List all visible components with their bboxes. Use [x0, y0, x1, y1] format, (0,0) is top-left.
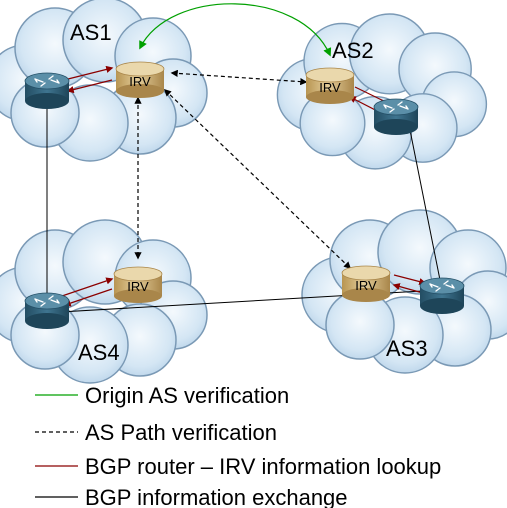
legend-item-lookup: BGP router – IRV information lookup	[35, 454, 441, 479]
as-label-as4: AS4	[78, 340, 120, 365]
legend-item-bgp-exchange: BGP information exchange	[35, 485, 348, 508]
legend-label-origin: Origin AS verification	[85, 383, 289, 408]
as-path-verification-links	[134, 69, 352, 269]
irv-database-as4: IRV	[113, 266, 163, 304]
legend-label-bgp-exchange: BGP information exchange	[85, 485, 348, 508]
as-label-as3: AS3	[386, 336, 428, 361]
as-label-as1: AS1	[70, 20, 112, 45]
origin-as-verification-link	[139, 3, 332, 57]
legend-item-origin: Origin AS verification	[35, 383, 289, 408]
irv-label-as4: IRV	[127, 279, 149, 294]
as-label-as2: AS2	[332, 38, 374, 63]
irv-label-as1: IRV	[129, 74, 151, 89]
router-as1	[24, 72, 70, 110]
router-as4	[24, 292, 70, 330]
legend-item-as-path: AS Path verification	[35, 420, 277, 445]
irv-database-as3: IRV	[341, 265, 391, 303]
legend-label-as-path: AS Path verification	[85, 420, 277, 445]
irv-database-as1: IRV	[115, 61, 165, 99]
router-as3	[419, 277, 465, 315]
irv-label-as2: IRV	[319, 80, 341, 95]
legend: Origin AS verification AS Path verificat…	[35, 383, 441, 508]
irv-database-as2: IRV	[305, 67, 355, 105]
irv-label-as3: IRV	[355, 278, 377, 293]
legend-label-lookup: BGP router – IRV information lookup	[85, 454, 441, 479]
router-irv-lookup-links	[61, 65, 427, 307]
router-as2	[373, 98, 419, 136]
